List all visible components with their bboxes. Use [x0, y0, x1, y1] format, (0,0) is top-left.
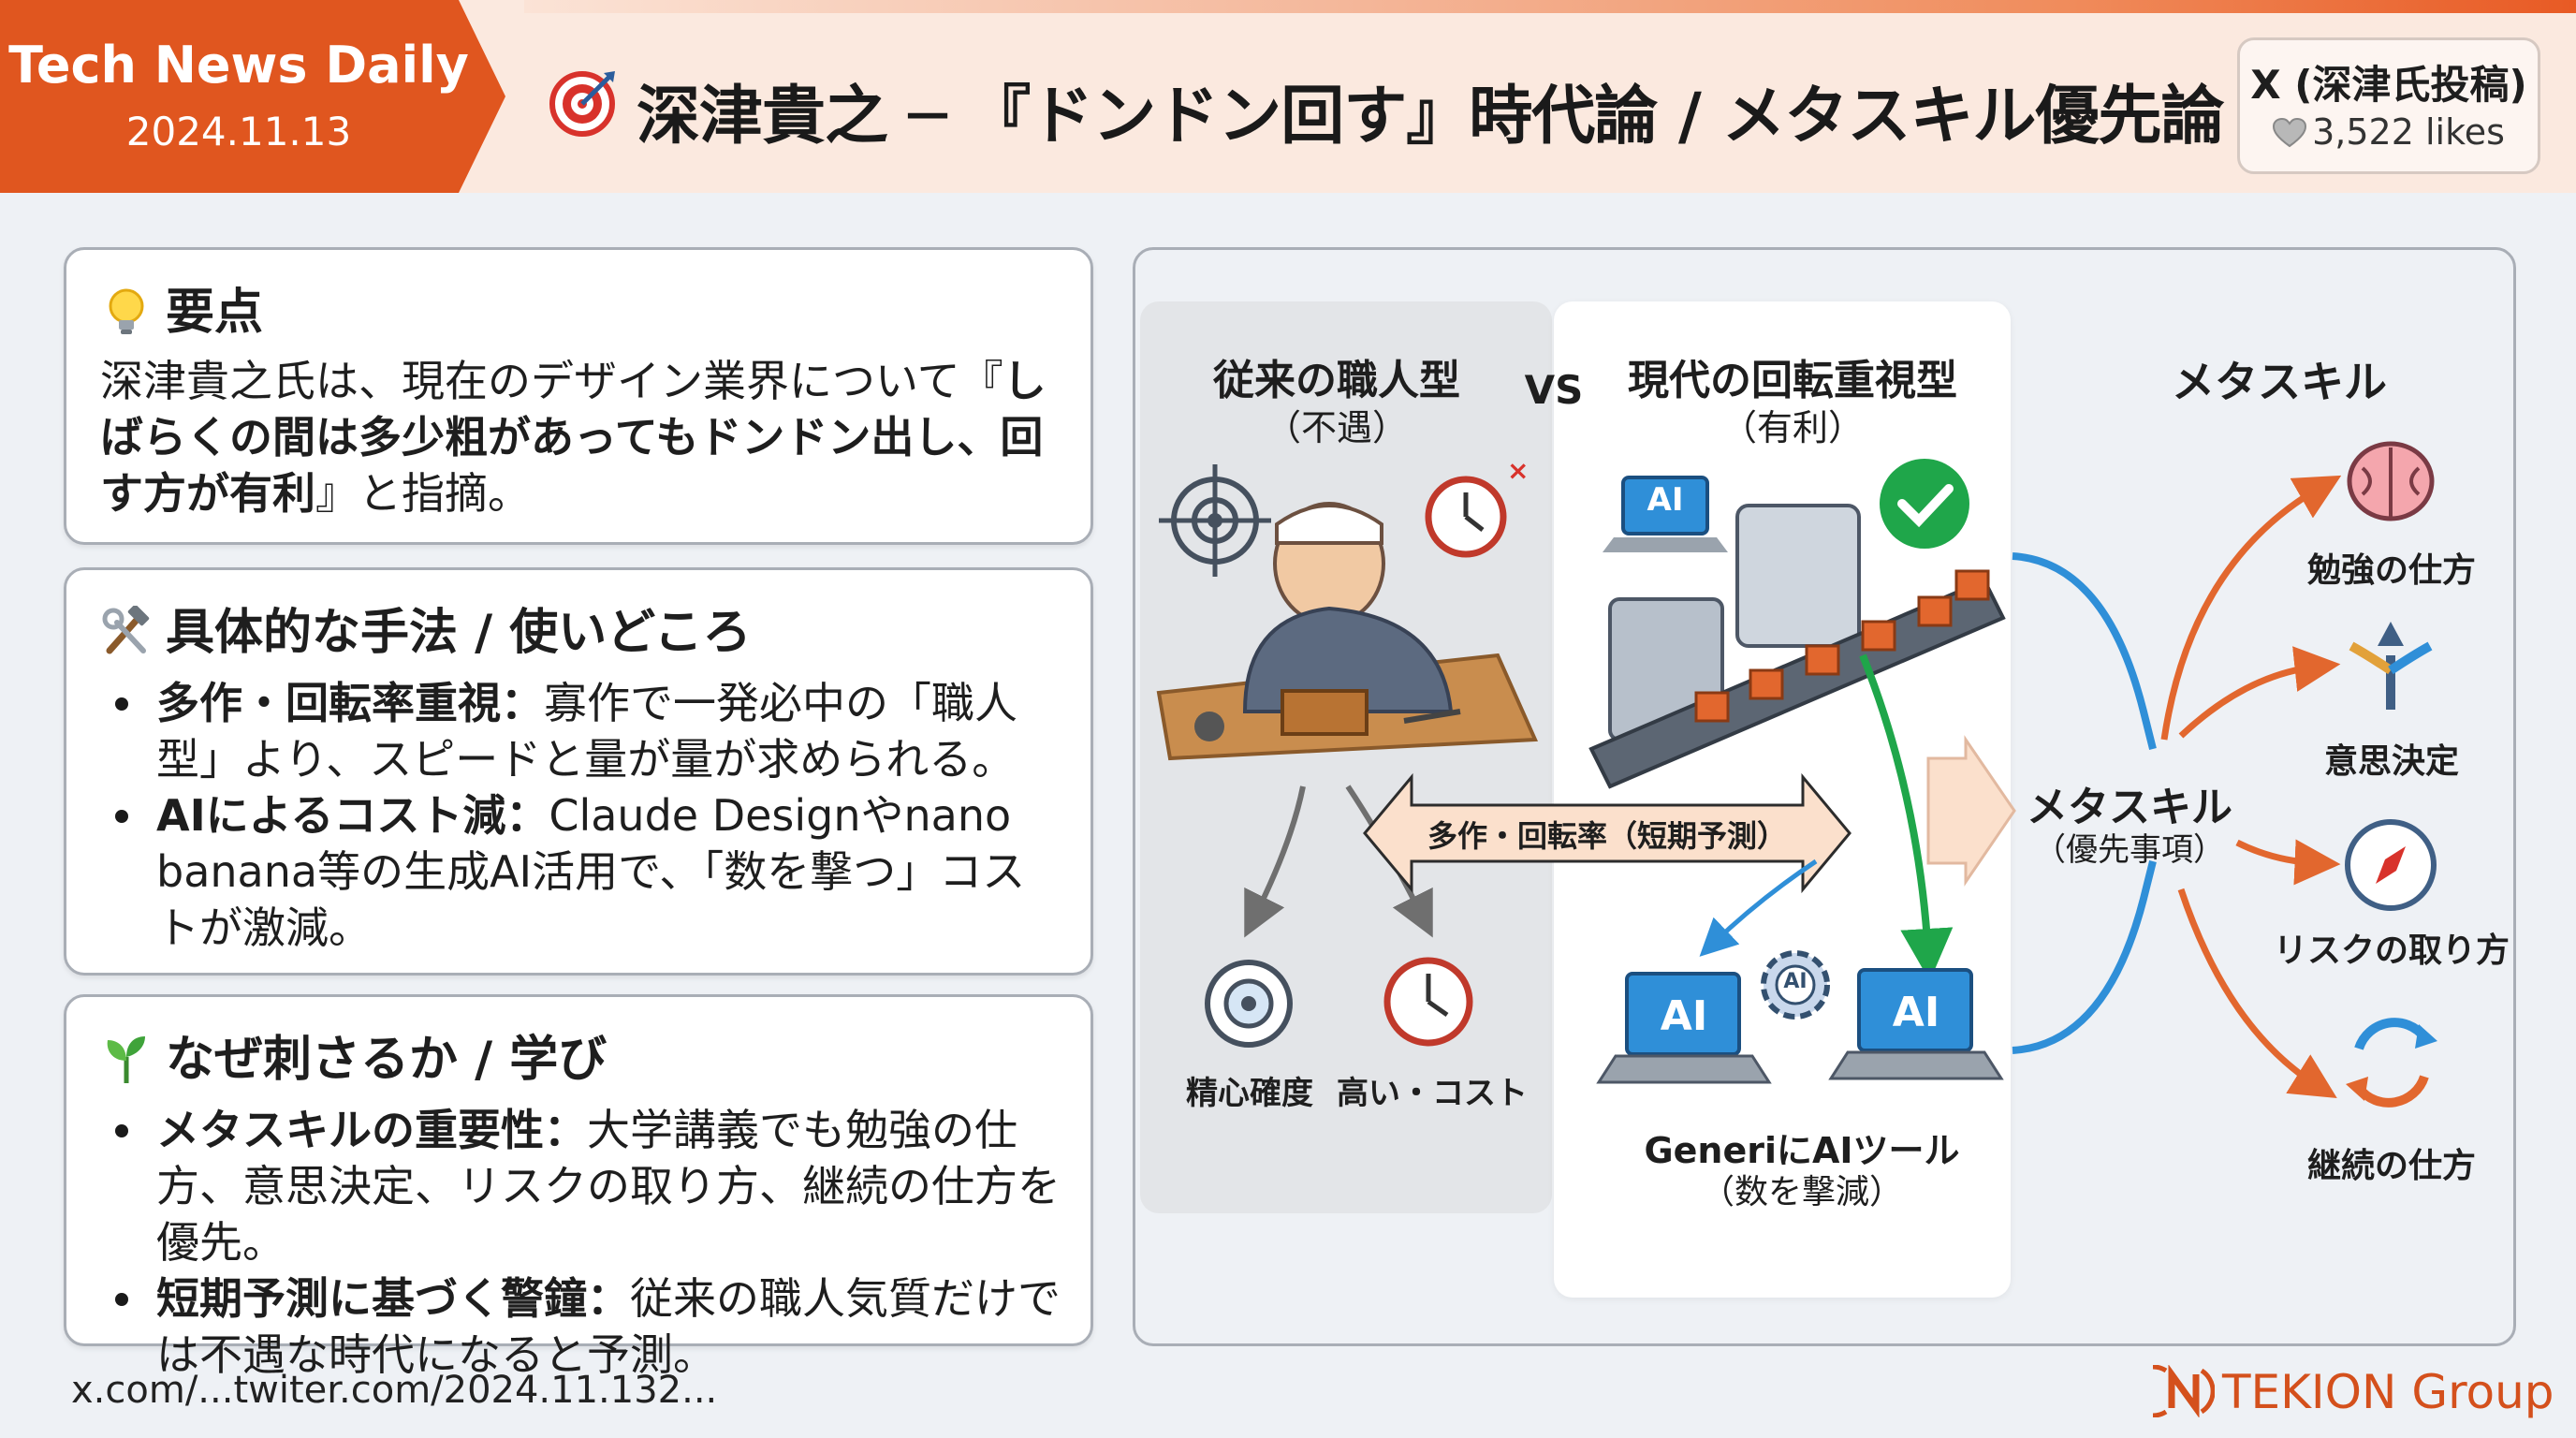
heart-icon	[2273, 118, 2307, 148]
precision-label: 精心確度	[1186, 1075, 1313, 1112]
page-title: 深津貴之 ─ 『ドンドン回す』時代論 / メタスキル優先論	[637, 80, 2224, 154]
list-item: AIによるコスト減：Claude Designやnano banana等の生成A…	[100, 787, 1062, 956]
cycle-arrows-icon	[2346, 1018, 2437, 1108]
methods-list: 多作・回転率重視：寡作で一発必中の「職人型」より、スピードと量が量が求められる。…	[100, 675, 1062, 956]
skill-risk-label: リスクの取り方	[2273, 932, 2510, 970]
likes-count: 3,522 likes	[2312, 111, 2505, 153]
ai-laptop-left-icon	[1596, 972, 1772, 1084]
rotation-double-arrow	[1363, 772, 1852, 894]
skill-continuity-label: 継続の仕方	[2306, 1147, 2476, 1185]
list-item-title: AIによるコスト減：	[156, 790, 549, 841]
metaskill-hub-subtitle: （優先事項）	[2034, 831, 2225, 869]
precision-target-icon	[1205, 960, 1293, 1048]
list-item-text: 寡作で一発必中の「職人型」より、スピードと量が量が求められる。	[156, 678, 1017, 785]
header-accent-stripe	[524, 0, 2576, 13]
lessons-list: メタスキルの重要性：大学講義でも勉強の仕方、意思決定、リスクの取り方、継続の仕方…	[100, 1102, 1062, 1383]
summary-text-emphasis: しばらくの間は多少粗があってもドンドン出し、回す方が有利	[100, 356, 1046, 519]
target-icon	[549, 71, 615, 137]
compass-icon	[2345, 819, 2437, 911]
production-line-illustration	[1588, 504, 2006, 789]
clock-icon: ×	[1425, 455, 1529, 558]
brand-logo: TEKION Group	[2153, 1365, 2554, 1419]
tekion-logo-icon	[2153, 1365, 2215, 1417]
lessons-card: なぜ刺さるか / 学び メタスキルの重要性：大学講義でも勉強の仕方、意思決定、リ…	[64, 994, 1093, 1380]
brain-icon	[2347, 441, 2435, 521]
likes-row: 3,522 likes	[2240, 111, 2538, 153]
list-item-title: メタスキルの重要性：	[156, 1105, 587, 1155]
old-type-title: 従来の職人型	[1213, 357, 1460, 404]
skill-decision-label: 意思決定	[2323, 742, 2459, 781]
ai-laptop-icon	[1603, 476, 1728, 552]
ai-laptop-right-text: AI	[1892, 989, 1940, 1036]
svg-text:×: ×	[1507, 455, 1529, 486]
metaskill-hub-title: メタスキル	[2027, 784, 2232, 831]
lessons-heading-text: なぜ刺さるか / 学び	[166, 1032, 607, 1088]
source-box[interactable]: X (深津氏投稿) 3,522 likes	[2237, 37, 2540, 174]
ai-tool-sublabel: （数を撃減）	[1700, 1173, 1903, 1211]
source-label: X (深津氏投稿)	[2250, 62, 2527, 108]
summary-text-lead: 深津貴之氏は、現在のデザイン業界について『	[100, 356, 1003, 406]
list-item-title: 多作・回転率重視：	[156, 678, 544, 728]
publication-name: Tech News Daily	[8, 36, 469, 95]
summary-text-tail: 』と指摘。	[315, 468, 531, 519]
methods-heading-text: 具体的な手法 / 使いどころ	[166, 605, 752, 661]
publication-badge	[0, 0, 505, 193]
list-item-text: 従来の職人気質だけでは不遇な時代になると予測。	[156, 1273, 1061, 1380]
list-item-title: 短期予測に基づく警鐘：	[156, 1273, 630, 1324]
list-item: 短期予測に基づく警鐘：従来の職人気質だけでは不遇な時代になると予測。	[100, 1270, 1062, 1383]
ai-laptop-top-text: AI	[1647, 481, 1684, 519]
summary-heading: 要点	[100, 272, 263, 343]
ai-laptop-right-icon	[1828, 968, 2004, 1080]
ai-gear-icon	[1761, 950, 1830, 1020]
new-type-title: 現代の回転重視型	[1628, 357, 1957, 404]
decision-arrows-icon	[2349, 622, 2433, 710]
old-type-subtitle: （不遇）	[1265, 407, 1408, 448]
tools-icon	[102, 606, 150, 654]
cost-clock-icon	[1383, 957, 1473, 1047]
metaskill-column-title: メタスキル	[2172, 357, 2387, 407]
lightbulb-icon	[109, 288, 144, 334]
lessons-heading: なぜ刺さるか / 学び	[100, 1020, 607, 1090]
summary-card: 要点 深津貴之氏は、現在のデザイン業界について『しばらくの間は多少粗があってもド…	[64, 247, 1093, 545]
source-url-link[interactable]: x.com/...twiter.com/2024.11.132...	[71, 1369, 718, 1412]
craftsman-illustration	[1156, 502, 1539, 761]
high-cost-label: 高い・コスト	[1337, 1075, 1528, 1112]
summary-heading-text: 要点	[166, 285, 264, 341]
ai-gear-text: AI	[1783, 970, 1808, 993]
check-icon	[1880, 459, 1969, 549]
publication-date: 2024.11.13	[125, 109, 352, 154]
hub-arrow	[1926, 735, 2016, 887]
brand-name: TEKION Group	[2222, 1365, 2554, 1419]
vs-label: VS	[1524, 367, 1584, 413]
list-item: 多作・回転率重視：寡作で一発必中の「職人型」より、スピードと量が量が求められる。	[100, 675, 1062, 787]
rotation-arrow-label: 多作・回転率（短期予測）	[1427, 818, 1787, 854]
sprout-icon	[107, 1036, 145, 1083]
skill-learning-label: 勉強の仕方	[2306, 551, 2476, 590]
list-item: メタスキルの重要性：大学講義でも勉強の仕方、意思決定、リスクの取り方、継続の仕方…	[100, 1102, 1062, 1270]
crosshair-target-icon	[1159, 464, 1271, 577]
methods-card: 具体的な手法 / 使いどころ 多作・回転率重視：寡作で一発必中の「職人型」より、…	[64, 567, 1093, 976]
ai-laptop-left-text: AI	[1660, 992, 1708, 1040]
list-item-text: Claude Designやnano banana等の生成AI活用で、「数を撃つ…	[156, 790, 1026, 953]
list-item-text: 大学講義でも勉強の仕方、意思決定、リスクの取り方、継続の仕方を優先。	[156, 1105, 1061, 1268]
summary-text: 深津貴之氏は、現在のデザイン業界について『しばらくの間は多少粗があってもドンドン…	[100, 353, 1057, 521]
methods-heading: 具体的な手法 / 使いどころ	[100, 593, 752, 663]
ai-tool-label: GeneriにAIツール	[1644, 1130, 1960, 1171]
new-type-subtitle: （有利）	[1720, 407, 1864, 448]
